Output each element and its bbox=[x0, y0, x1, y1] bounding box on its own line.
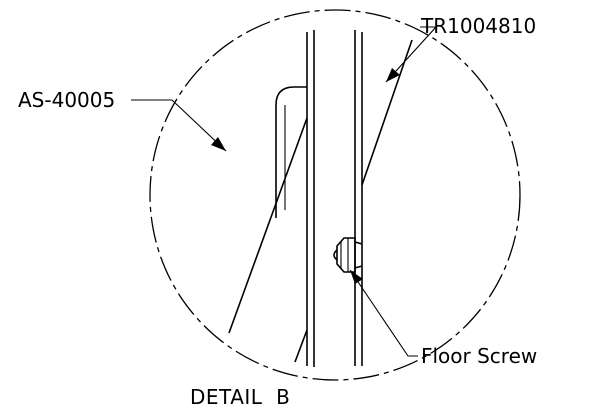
left-part-break-line bbox=[228, 117, 308, 334]
leader-floor-screw bbox=[349, 269, 418, 357]
detail-title: DETAIL B bbox=[190, 385, 290, 409]
label-tr1004810: TR1004810 bbox=[420, 14, 536, 38]
detail-boundary-circle bbox=[149, 9, 521, 381]
slot-outline bbox=[275, 86, 307, 218]
leader-tr1004810 bbox=[385, 26, 438, 83]
label-as-40005: AS-40005 bbox=[18, 88, 115, 112]
right-part-break-line bbox=[361, 39, 413, 186]
label-floor-screw: Floor Screw bbox=[421, 344, 537, 368]
floor-screw bbox=[333, 237, 363, 273]
left-part-lower-edge bbox=[294, 329, 308, 363]
leader-as-40005 bbox=[131, 99, 227, 152]
vertical-rail bbox=[306, 30, 363, 367]
